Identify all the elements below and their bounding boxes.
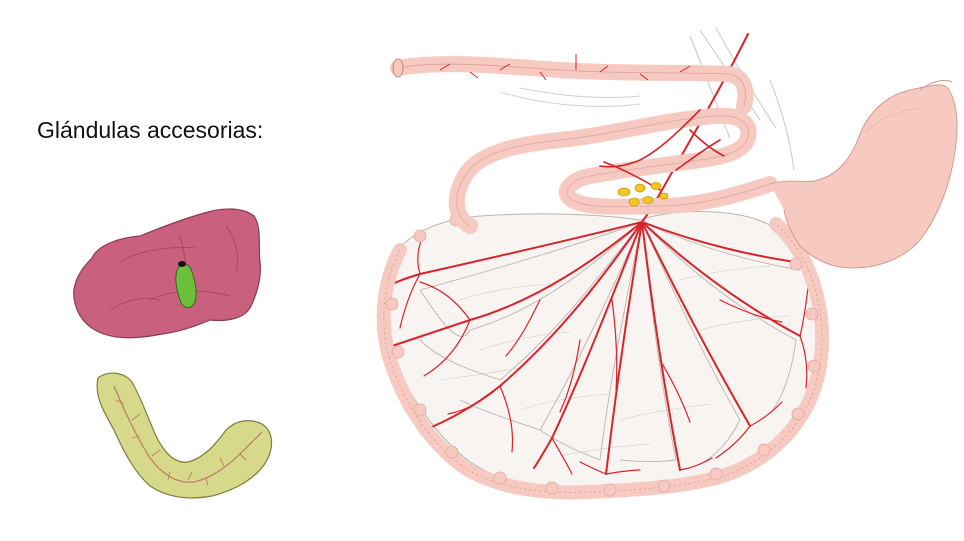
pancreas-icon xyxy=(96,372,273,499)
liver-icon xyxy=(73,208,261,339)
intestine-mesentery-icon xyxy=(376,27,830,500)
stomach-icon xyxy=(769,79,958,269)
slide-heading: Glándulas accesorias: xyxy=(37,117,264,143)
